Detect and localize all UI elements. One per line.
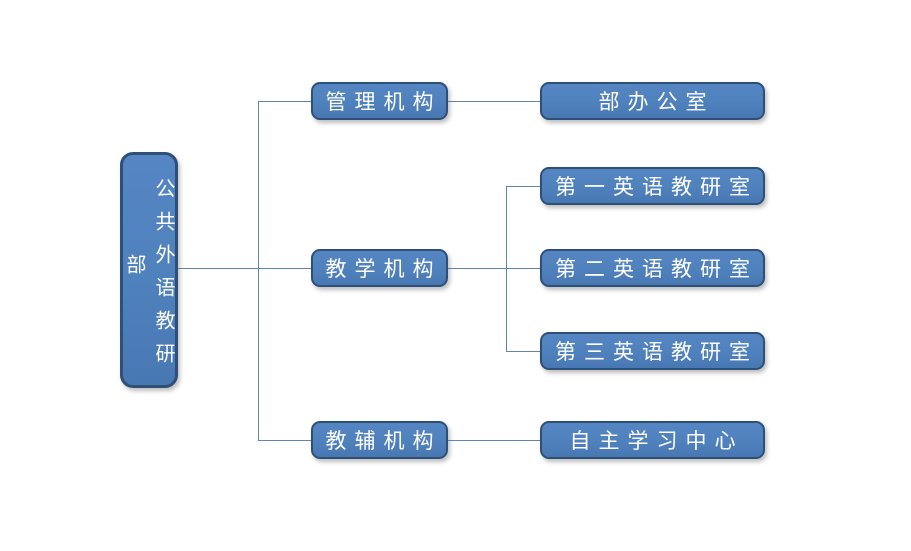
- leaf-node-self-study-center: 自主学习中心: [540, 421, 765, 459]
- leaf-node-english-office-2: 第二英语教研室: [540, 249, 765, 287]
- branch-node-management: 管理机构: [311, 82, 448, 120]
- connector-trunk2-to-english2: [506, 268, 540, 269]
- connector-support-to-center: [448, 440, 540, 441]
- connector-trunk-to-teaching: [258, 268, 311, 269]
- branch-node-support: 教辅机构: [311, 421, 448, 459]
- branch-node-teaching: 教学机构: [311, 249, 448, 287]
- connector-management-to-office: [448, 101, 540, 102]
- connector-trunk2-to-english3: [506, 351, 540, 352]
- connector-trunk2-to-english1: [506, 186, 540, 187]
- connector-trunk-level1: [258, 101, 259, 440]
- connector-root-to-trunk: [178, 268, 258, 269]
- leaf-node-english-office-1: 第一英语教研室: [540, 167, 765, 205]
- leaf-node-english-office-3: 第三英语教研室: [540, 332, 765, 370]
- connector-teaching-to-trunk2: [448, 268, 506, 269]
- leaf-node-department-office: 部办公室: [540, 82, 765, 120]
- root-node-public-foreign-language-dept: 公共外语教研部: [120, 152, 178, 388]
- connector-trunk-to-management: [258, 101, 311, 102]
- connector-trunk-to-support: [258, 440, 311, 441]
